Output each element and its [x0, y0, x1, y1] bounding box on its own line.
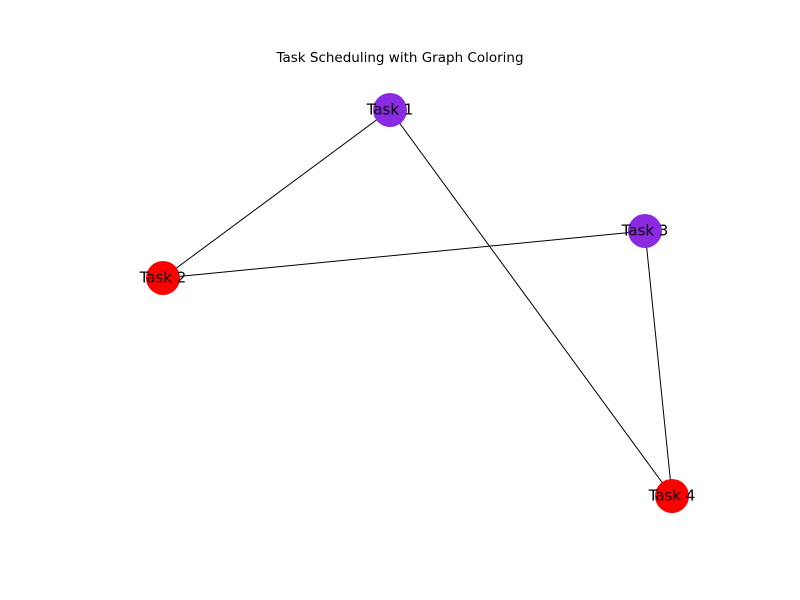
graph-edge	[162, 230, 646, 279]
graph-node-task-1[interactable]	[373, 93, 407, 127]
graph-edge	[644, 230, 673, 497]
graph-node-label: Task 3	[621, 221, 669, 240]
page-title: Task Scheduling with Graph Coloring	[276, 50, 524, 66]
graph-node-label: Task 1	[366, 100, 414, 119]
graph-node-label: Task 2	[139, 268, 187, 287]
graph-edge	[389, 109, 673, 497]
graph-node-task-3[interactable]	[628, 214, 662, 248]
graph-node-task-4[interactable]	[655, 479, 689, 513]
graph-node-label: Task 4	[648, 486, 696, 505]
graph-node-task-2[interactable]	[146, 261, 180, 295]
graph-edge	[162, 109, 391, 279]
